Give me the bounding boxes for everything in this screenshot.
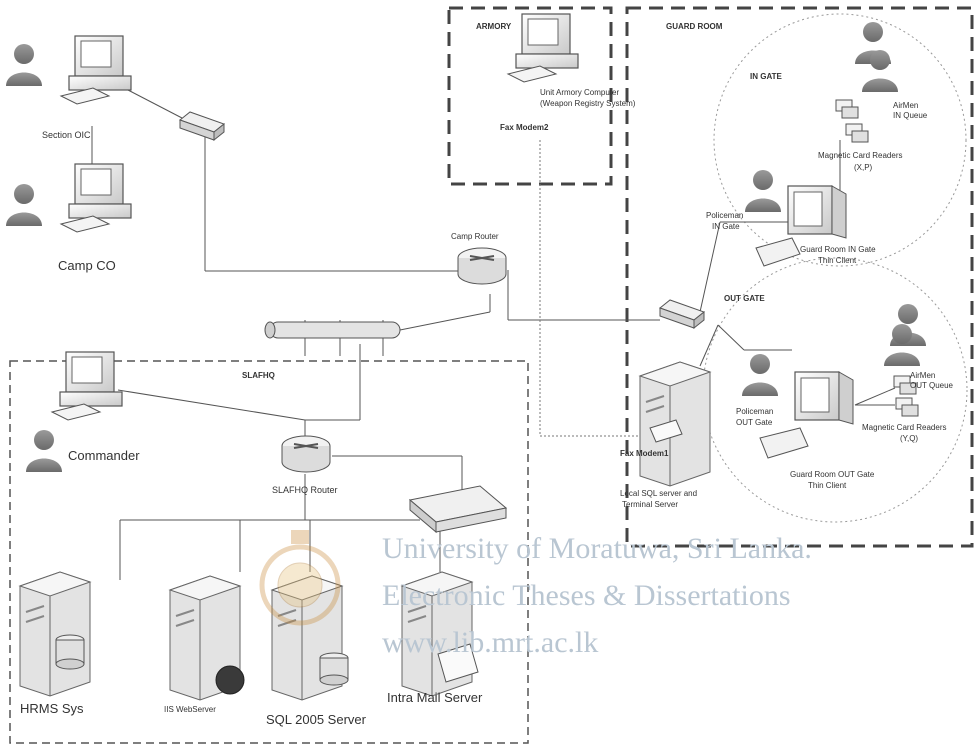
- label-mcr-in-1: Magnetic Card Readers: [818, 151, 902, 160]
- keyboard-in-gate: [755, 237, 801, 267]
- label-armory-computer-2: (Weapon Registry System): [540, 99, 636, 108]
- label-policeman-out-1: Policeman: [736, 407, 773, 416]
- label-local-sql-1: Local SQL server and: [620, 489, 697, 498]
- camp-router: [457, 247, 507, 285]
- label-policeman-in-2: IN Gate: [712, 222, 740, 231]
- label-guard-out-1: Guard Room OUT Gate: [790, 470, 875, 479]
- label-section-oic: Section OIC: [42, 130, 91, 140]
- slafhq-router: [281, 435, 331, 473]
- watermark-line-1: University of Moratuwa, Sri Lanka.: [382, 532, 812, 565]
- label-slafhq-router: SLAFHQ Router: [272, 485, 338, 495]
- label-airmen-out-1: AirMen: [910, 371, 935, 380]
- person-camp-co: [6, 184, 42, 226]
- zone-out-gate: [702, 257, 968, 523]
- label-mcr-out-2: (Y,Q): [900, 434, 918, 443]
- mail-icon: [437, 643, 479, 683]
- globe-icon: [215, 665, 245, 695]
- labels: ARMORY GUARD ROOM IN GATE OUT GATE SLAFH…: [20, 22, 954, 727]
- label-mcr-in-2: (X,P): [854, 163, 873, 172]
- person-commander: [26, 430, 62, 472]
- pc-camp-co: [60, 163, 132, 233]
- zone-guard-room-label: GUARD ROOM: [666, 22, 723, 31]
- zone-slafhq: [9, 360, 529, 744]
- switch-guard: [659, 299, 705, 329]
- fax-lines: [539, 140, 640, 437]
- pc-commander: [51, 351, 123, 421]
- label-guard-in-1: Guard Room IN Gate: [800, 245, 876, 254]
- person-section-oic: [6, 44, 42, 86]
- zone-in-gate: [713, 13, 967, 267]
- person-policeman-out: [742, 354, 778, 396]
- zone-out-gate-label: OUT GATE: [724, 294, 765, 303]
- zone-slafhq-label: SLAFHQ: [242, 371, 275, 380]
- database-sql2005-icon: [319, 652, 349, 686]
- watermark: University of Moratuwa, Sri Lanka. Elect…: [382, 532, 812, 659]
- monitor-out-gate: [794, 371, 854, 425]
- reader-in-2: [845, 123, 869, 143]
- reader-in: [835, 99, 859, 119]
- label-fax-modem-local: Fax Modem1: [620, 449, 669, 458]
- label-camp-router: Camp Router: [451, 232, 499, 241]
- label-camp-co: Camp CO: [58, 258, 116, 273]
- university-crest: [259, 530, 341, 626]
- label-fax-modem-armory: Fax Modem2: [500, 123, 549, 132]
- connections: [91, 89, 896, 580]
- reader-out-2: [895, 397, 919, 417]
- pc-section-oic: [60, 35, 132, 105]
- label-intra-mail: Intra Mail Server: [387, 690, 483, 705]
- label-hrms: HRMS Sys: [20, 701, 84, 716]
- watermark-line-3: www.lib.mrt.ac.lk: [382, 626, 598, 659]
- label-local-sql-2: Terminal Server: [622, 500, 678, 509]
- watermark-line-2: Electronic Theses & Dissertations: [382, 579, 791, 612]
- zone-armory: [447, 6, 613, 186]
- label-airmen-out-2: OUT Queue: [910, 381, 954, 390]
- server-hrms: [19, 571, 91, 697]
- pc-armory: [507, 13, 579, 83]
- label-guard-in-2: Thin Client: [818, 256, 857, 265]
- zone-in-gate-label: IN GATE: [750, 72, 783, 81]
- label-iis: IIS WebServer: [164, 705, 216, 714]
- label-armory-computer-1: Unit Armory Computer: [540, 88, 619, 97]
- keyboard-out-gate: [759, 427, 809, 459]
- label-policeman-out-2: OUT Gate: [736, 418, 773, 427]
- label-sql2005: SQL 2005 Server: [266, 712, 367, 727]
- switch-slafhq: [408, 485, 508, 534]
- backbone-bus: [264, 321, 401, 339]
- zone-armory-label: ARMORY: [476, 22, 512, 31]
- label-mcr-out-1: Magnetic Card Readers: [862, 423, 946, 432]
- person-policeman-in: [745, 170, 781, 212]
- database-hrms-icon: [55, 634, 85, 670]
- fax-modem-local-device: [649, 419, 683, 443]
- label-guard-out-2: Thin Client: [808, 481, 847, 490]
- label-airmen-in-1: AirMen: [893, 101, 918, 110]
- zone-guard-room: [625, 6, 974, 548]
- label-airmen-in-2: IN Queue: [893, 111, 928, 120]
- label-policeman-in-1: Policeman: [706, 211, 743, 220]
- switch-camp: [179, 111, 225, 141]
- label-commander: Commander: [68, 448, 140, 463]
- monitor-in-gate: [787, 185, 847, 239]
